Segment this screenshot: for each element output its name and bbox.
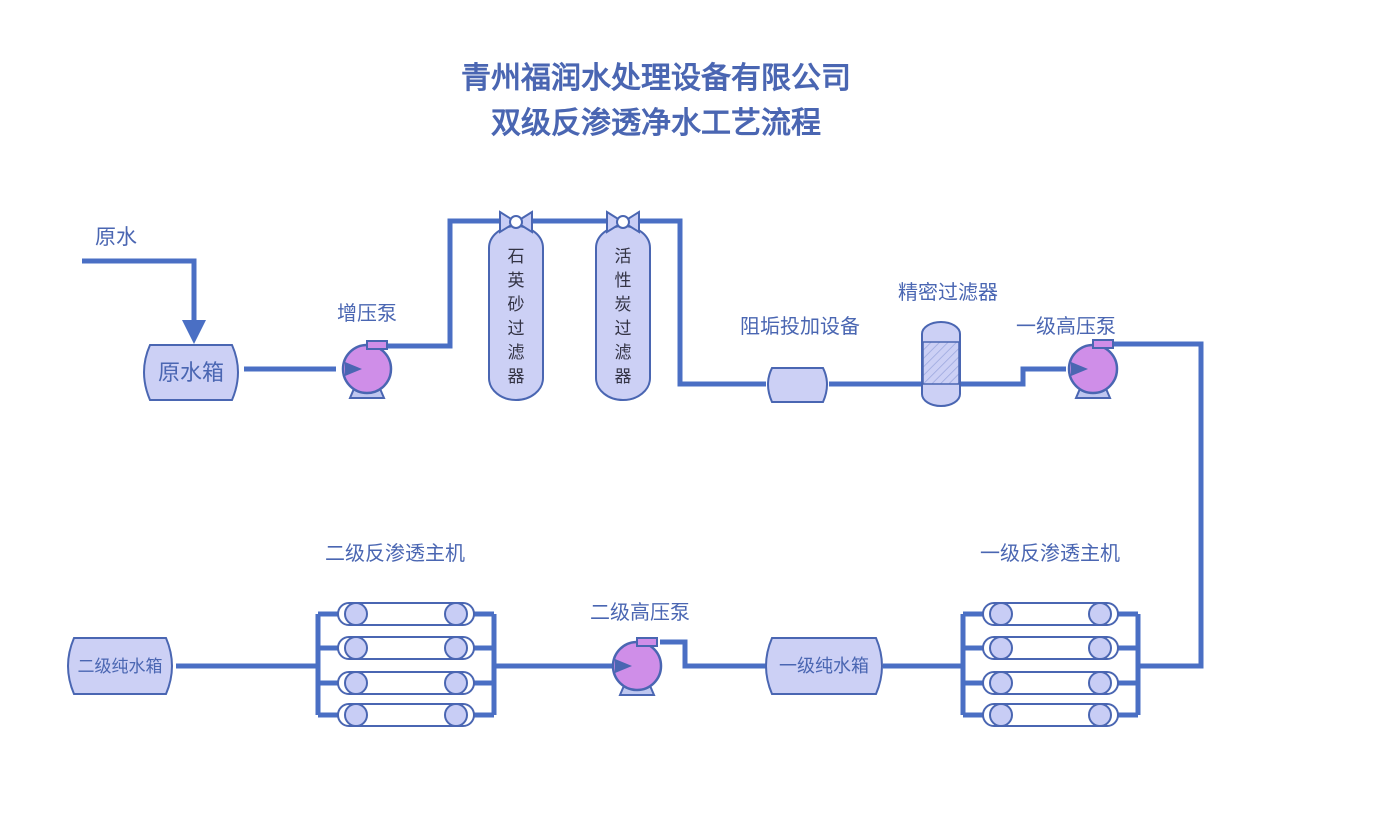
ro-membrane-cap [344,636,368,660]
filter-label-char: 性 [615,271,632,291]
second-ro-unit: 二级反渗透主机 [315,541,497,727]
second-pure-tank-label: 二级纯水箱 [78,657,163,677]
filter-label-char: 滤 [615,343,632,363]
carbon-valve-icon [616,215,630,229]
filter-label-char: 石 [508,247,525,267]
second-pure-water-tank: 二级纯水箱 [67,637,173,695]
ro-membrane-cap [344,703,368,727]
filter-label-char: 炭 [615,295,632,315]
ro-membrane-cap [1088,671,1112,695]
filter-label-char: 砂 [508,295,525,315]
pipe-booster-to-quartz [386,218,500,349]
ro-membrane-cap [444,636,468,660]
ro-membrane-cap [1088,636,1112,660]
ro-membrane-tube [982,703,1119,727]
filter-label-char: 英 [508,271,525,291]
first-ro-label: 一级反渗透主机 [980,541,1120,565]
ro-membrane-cap [1088,703,1112,727]
pipe-hp1-to-ro1 [1113,341,1204,669]
antiscalant-label: 阻垢投加设备 [740,314,860,338]
filter-label-char: 活 [615,247,632,267]
ro-membrane-cap [989,602,1013,626]
second-ro-label: 二级反渗透主机 [325,541,465,565]
precision-filter: 精密过滤器 [898,280,998,407]
raw-water-tank: 原水箱 [143,344,239,401]
pipes [82,218,1204,669]
ro-membrane-tube [982,636,1119,660]
ro-membrane-tube [337,671,475,695]
raw-water-tank-label: 原水箱 [158,361,224,386]
filter-label-char: 过 [615,319,632,339]
second-hp-pump-label: 二级高压泵 [590,600,690,624]
raw-water-inlet-pipe [82,258,197,322]
ro-membrane-tube [982,602,1119,626]
raw-water-label: 原水 [95,225,137,249]
ro-membrane-cap [444,602,468,626]
ro-membrane-tube [337,703,475,727]
diagram-subtitle: 双级反渗透净水工艺流程 [491,106,821,141]
first-high-pressure-pump: 一级高压泵 [1016,314,1119,399]
precision-filter-label: 精密过滤器 [898,280,998,304]
pump-arrow-icon [1071,362,1088,376]
quartz-valve-icon [509,215,523,229]
ro-membrane-cap [344,602,368,626]
first-pure-water-tank: 一级纯水箱 [765,637,883,695]
pipe-tank1-to-hp2 [660,639,766,669]
ro-membrane-cap [444,671,468,695]
booster-pump: 增压泵 [337,301,397,399]
pipe-precision-to-hp1 [960,366,1066,387]
filter-label-char: 滤 [508,343,525,363]
filter-label-char: 器 [615,367,632,387]
ro-membrane-tube [982,671,1119,695]
ro-membrane-cap [989,636,1013,660]
first-hp-pump-label: 一级高压泵 [1016,314,1116,338]
ro-membrane-cap [989,703,1013,727]
diagram-title: 青州福润水处理设备有限公司 [461,61,851,96]
pipe-carbon-to-antiscalant [640,218,766,387]
booster-pump-label: 增压泵 [337,301,397,325]
pump-arrow-icon [345,362,362,376]
ro-membrane-tube [337,602,475,626]
ro-membrane-cap [1088,602,1112,626]
filter-label-char: 器 [508,367,525,387]
filter-label-char: 过 [508,319,525,339]
ro-membrane-tube [337,636,475,660]
first-pure-tank-label: 一级纯水箱 [779,656,869,677]
ro-membrane-cap [444,703,468,727]
first-ro-unit: 一级反渗透主机 [960,541,1141,727]
ro-membrane-cap [989,671,1013,695]
pump-arrow-icon [615,659,632,673]
antiscalant-dosing-device: 阻垢投加设备 [740,314,860,403]
raw-water-arrow-icon [182,320,206,344]
second-high-pressure-pump: 二级高压泵 [590,600,690,696]
ro-membrane-cap [344,671,368,695]
